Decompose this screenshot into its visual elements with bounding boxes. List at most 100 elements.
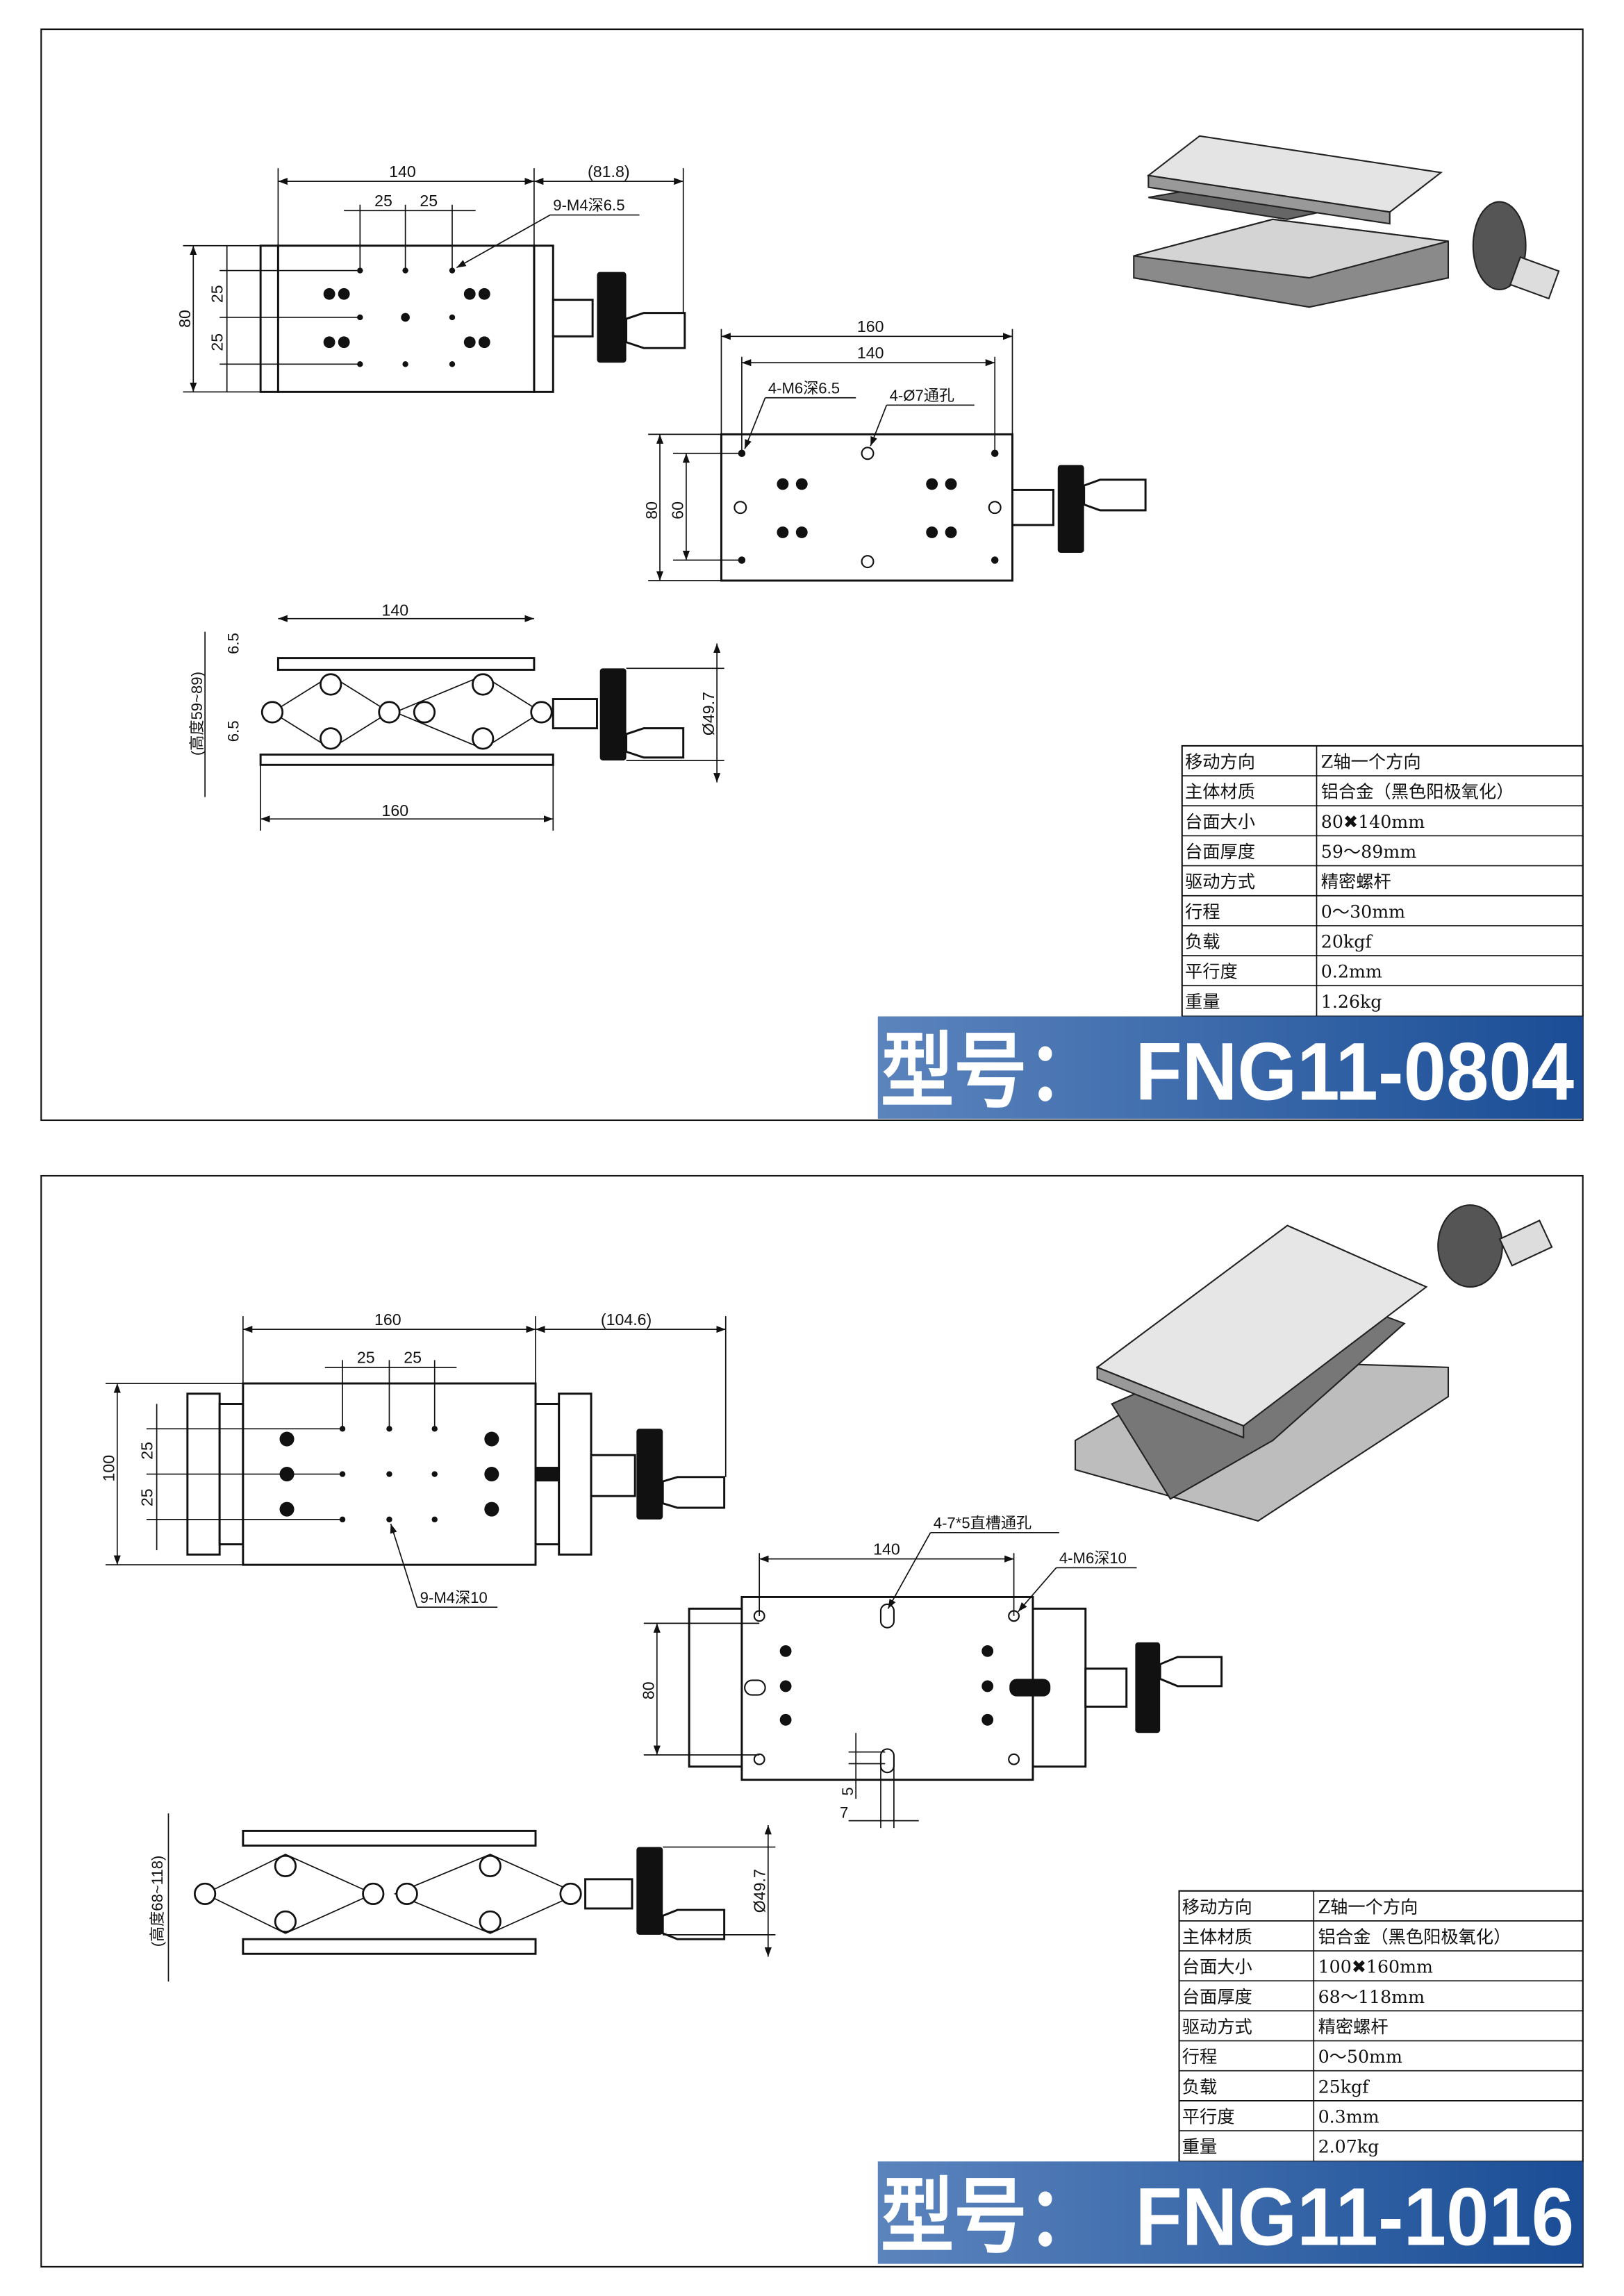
spec-label: 平行度 <box>1185 962 1238 982</box>
spec-label: 负载 <box>1182 2077 1218 2097</box>
dim-knob: Ø49.7 <box>751 1869 769 1913</box>
spec-value: Z轴一个方向 <box>1321 752 1421 772</box>
spec-row: 负载 25kgf <box>1182 2077 1370 2097</box>
spec-value: Z轴一个方向 <box>1318 1897 1418 1917</box>
spec-label: 平行度 <box>1182 2106 1235 2127</box>
spec-label: 负载 <box>1185 932 1220 952</box>
spec-row: 主体材质 铝合金（黑色阳极氧化） <box>1185 782 1514 802</box>
dim-handle: (104.6) <box>601 1311 652 1329</box>
model-banner: 型号： FNG11-0804 <box>877 1016 1583 1119</box>
hole-note: 9-M4深10 <box>420 1589 488 1606</box>
dim-row-a: 25 <box>138 1442 156 1460</box>
dim-inner: 140 <box>873 1540 900 1558</box>
spec-row: 重量 2.07kg <box>1182 2137 1379 2157</box>
spec-label: 行程 <box>1182 2047 1218 2067</box>
isometric-render <box>1074 1204 1553 1522</box>
spec-row: 驱动方式 精密螺杆 <box>1182 2017 1389 2037</box>
bottom-view: 160 140 4-M6深6.5 4-Ø7通孔 80 60 <box>643 317 1147 582</box>
dim-slot-width: 5 <box>839 1787 856 1795</box>
dim-pitch-b: 25 <box>404 1349 422 1367</box>
spec-value: 25kgf <box>1318 2077 1370 2097</box>
model-label: 型号： <box>881 2170 1100 2262</box>
spec-row: 平行度 0.3mm <box>1182 2106 1379 2127</box>
isometric-render <box>1133 135 1560 308</box>
spec-label: 台面大小 <box>1185 812 1255 832</box>
dim-hole-span: 60 <box>669 501 687 519</box>
spec-label: 台面厚度 <box>1182 1987 1252 2007</box>
spec-label: 驱动方式 <box>1182 2017 1252 2037</box>
sheet-fng11-0804: 140 (81.8) 25 25 9-M4深6.5 80 25 25 <box>40 28 1584 1122</box>
dim-pitch-a: 25 <box>357 1349 375 1367</box>
dim-pitch-b: 25 <box>420 192 438 210</box>
spec-label: 行程 <box>1185 901 1220 922</box>
dim-width: 80 <box>176 310 194 328</box>
dim-top: 140 <box>382 601 409 619</box>
spec-label: 重量 <box>1182 2137 1218 2157</box>
model-number: FNG11-0804 <box>1135 1026 1574 1117</box>
note-tapped: 4-M6深10 <box>1059 1549 1127 1567</box>
spec-label: 移动方向 <box>1182 1897 1252 1917</box>
dim-length: 140 <box>389 163 416 181</box>
note-slot: 4-7*5直槽通孔 <box>934 1514 1031 1531</box>
spec-value: 精密螺杆 <box>1321 872 1391 892</box>
spec-value: 精密螺杆 <box>1318 2017 1389 2037</box>
bottom-view: 140 4-7*5直槽通孔 4-M6深10 80 5 7 <box>640 1514 1223 1829</box>
spec-value: 0～30mm <box>1321 901 1405 922</box>
spec-value: 0～50mm <box>1318 2047 1402 2067</box>
spec-value: 0.2mm <box>1321 962 1382 982</box>
dim-width: 80 <box>643 501 661 519</box>
dim-width: 80 <box>640 1681 658 1699</box>
model-label: 型号： <box>881 1026 1100 1117</box>
spec-row: 主体材质铝合金（黑色阳极氧化） <box>1182 1927 1511 1947</box>
dim-inner: 140 <box>857 344 884 362</box>
model-number: FNG11-1016 <box>1135 2170 1574 2262</box>
height-note: (高度68~118) <box>149 1856 166 1947</box>
spec-value: 1.26kg <box>1321 992 1382 1012</box>
spec-value: 80✖140mm <box>1321 812 1425 832</box>
spec-row: 台面厚度 59～89mm <box>1185 842 1416 862</box>
spec-label: 台面大小 <box>1182 1957 1252 1977</box>
dim-width: 100 <box>100 1455 118 1482</box>
side-view: 140 160 (高度59~89) 6.5 6.5 Ø49.7 <box>188 601 724 831</box>
dim-bottom: 160 <box>382 801 409 820</box>
note-through: 4-Ø7通孔 <box>890 387 954 404</box>
dim-row-a: 25 <box>208 285 226 303</box>
dim-slot-length: 7 <box>840 1804 848 1821</box>
dim-pitch-a: 25 <box>374 192 392 210</box>
dim-knob: Ø49.7 <box>699 692 718 735</box>
dim-outer: 160 <box>857 317 884 335</box>
model-banner: 型号： FNG11-1016 <box>877 2161 1583 2264</box>
dim-length: 160 <box>374 1311 401 1329</box>
dim-plate-top: 6.5 <box>225 633 242 654</box>
adjust-knob <box>552 272 686 363</box>
spec-value: 0.3mm <box>1318 2106 1379 2127</box>
note-tapped: 4-M6深6.5 <box>768 379 840 397</box>
spec-label: 主体材质 <box>1185 782 1255 802</box>
side-view: (高度68~118) Ø49.7 <box>149 1813 776 1982</box>
sheet-fng11-1016: 160 (104.6) 25 25 9-M4深10 100 25 25 <box>40 1174 1584 2268</box>
sheet-border <box>40 1174 1584 2268</box>
sheet-border <box>40 28 1584 1122</box>
spec-row: 行程 0～30mm <box>1185 901 1405 922</box>
spec-label: 重量 <box>1185 992 1220 1012</box>
spec-row: 移动方向 Z轴一个方向 <box>1182 1897 1418 1917</box>
dim-plate-bottom: 6.5 <box>225 720 242 742</box>
hole-note: 9-M4深6.5 <box>553 197 624 214</box>
spec-value: 铝合金（黑色阳极氧化） <box>1318 1927 1511 1947</box>
spec-value: 铝合金（黑色阳极氧化） <box>1321 782 1514 802</box>
spec-row: 重量 1.26kg <box>1185 992 1382 1012</box>
dim-handle: (81.8) <box>588 163 630 181</box>
height-note: (高度59~89) <box>188 672 206 756</box>
top-view: 140 (81.8) 25 25 9-M4深6.5 80 25 25 <box>176 163 686 393</box>
spec-label: 台面厚度 <box>1185 842 1255 862</box>
spec-value: 2.07kg <box>1318 2137 1379 2157</box>
spec-row: 平行度 0.2mm <box>1185 962 1382 982</box>
spec-value: 59～89mm <box>1321 842 1416 862</box>
